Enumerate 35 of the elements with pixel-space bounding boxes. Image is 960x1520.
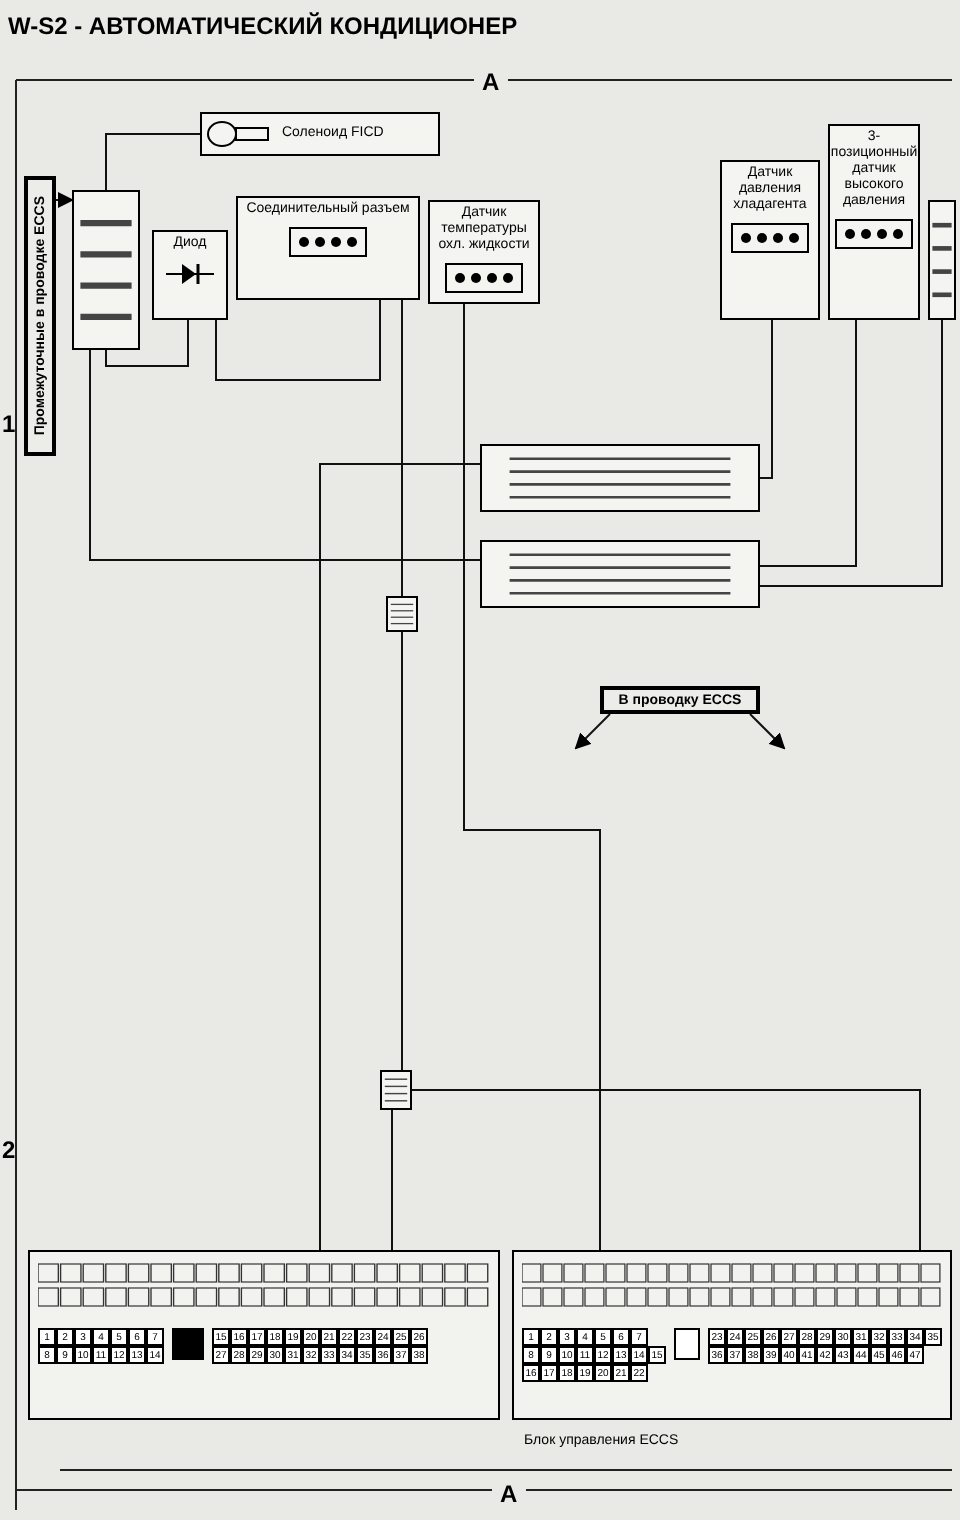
solenoid-box: [200, 112, 440, 156]
wire: [759, 319, 943, 587]
wire: [391, 1109, 393, 1251]
note-box: [24, 176, 56, 456]
component-box: [236, 196, 420, 300]
wire: [411, 1089, 921, 1251]
wire: [463, 303, 601, 1251]
component-box: [152, 230, 228, 320]
title: W-S2 - АВТОМАТИЧЕСКИЙ КОНДИЦИОНЕР: [8, 10, 518, 44]
wire: [105, 319, 189, 367]
component-box: [428, 200, 540, 304]
connector-block: [72, 190, 140, 350]
note-box: [600, 686, 760, 714]
ecu-connector: [28, 1250, 500, 1420]
wire: [759, 319, 857, 567]
wire: [401, 299, 403, 597]
row-number: 1: [2, 408, 16, 442]
component-box: [720, 160, 820, 320]
wire: [401, 631, 403, 1071]
wire: [215, 299, 381, 381]
connector-block: [386, 596, 418, 632]
connector-block: [480, 444, 760, 512]
row-number: 2: [2, 1134, 16, 1168]
arrow: [574, 713, 611, 750]
arrow: [749, 713, 786, 750]
wire: [105, 133, 201, 191]
connector-block: [480, 540, 760, 608]
wire: [89, 349, 481, 561]
connector-block: [380, 1070, 412, 1110]
connector-block: [928, 200, 956, 320]
wire: [319, 463, 481, 1251]
arrow: [55, 192, 74, 208]
component-box: [828, 124, 920, 320]
ecu-connector: [512, 1250, 952, 1420]
wire: [759, 319, 773, 479]
